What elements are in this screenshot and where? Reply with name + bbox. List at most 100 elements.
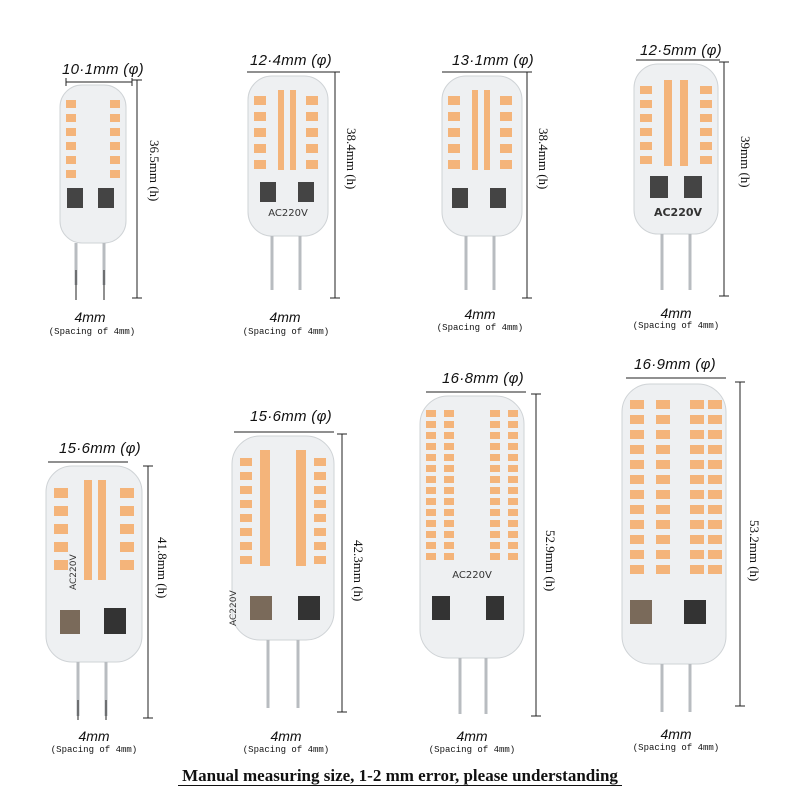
led-chip <box>508 498 518 505</box>
led-chip <box>426 553 436 560</box>
led-chip <box>490 487 500 494</box>
led-chip <box>656 400 670 409</box>
spacing-label: 4mm <box>270 728 302 744</box>
led-chip <box>690 400 704 409</box>
led-chip <box>426 454 436 461</box>
led-chip <box>508 487 518 494</box>
led-chip <box>426 509 436 516</box>
led-chip <box>508 509 518 516</box>
height-label: 52.9mm (h) <box>543 530 558 592</box>
led-chip <box>426 421 436 428</box>
led-chip <box>690 415 704 424</box>
led-chip <box>444 509 454 516</box>
spacing-note: (Spacing of 4mm) <box>242 327 330 337</box>
led-chip <box>444 487 454 494</box>
led-chip <box>656 490 670 499</box>
led-chip <box>444 421 454 428</box>
height-label: 42.3mm (h) <box>351 540 366 602</box>
led-chip <box>508 531 518 538</box>
led-chip <box>426 476 436 483</box>
led-chip <box>490 410 500 417</box>
height-label: 38.4mm (h) <box>344 128 359 190</box>
led-chip <box>708 565 722 574</box>
led-chip <box>490 531 500 538</box>
led-chip <box>508 454 518 461</box>
led-chip <box>656 460 670 469</box>
diameter-label: 13·1mm (φ) <box>452 52 534 69</box>
led-chip <box>690 565 704 574</box>
led-chip <box>656 430 670 439</box>
spacing-label: 4mm <box>464 306 496 322</box>
spacing-label: 4mm <box>74 309 106 325</box>
led-chip <box>444 498 454 505</box>
diameter-label: 15·6mm (φ) <box>59 440 141 457</box>
ac220v-marking: AC220V <box>69 554 79 590</box>
ac220v-marking: AC220V <box>229 590 239 626</box>
led-chip <box>630 535 644 544</box>
led-chip <box>426 531 436 538</box>
led-chip <box>490 542 500 549</box>
led-chip <box>444 410 454 417</box>
led-chip <box>708 490 722 499</box>
led-chip <box>630 550 644 559</box>
led-chip <box>690 475 704 484</box>
led-chip <box>508 553 518 560</box>
led-chip <box>630 460 644 469</box>
ac220v-marking: AC220V <box>452 570 492 581</box>
led-chip <box>630 415 644 424</box>
led-chip <box>490 421 500 428</box>
led-chip <box>630 490 644 499</box>
led-chip <box>444 476 454 483</box>
spacing-label: 4mm <box>269 309 301 325</box>
led-chip <box>656 520 670 529</box>
spacing-note: (Spacing of 4mm) <box>436 323 524 333</box>
led-chip <box>708 445 722 454</box>
led-chip <box>656 445 670 454</box>
led-chip <box>444 432 454 439</box>
led-chip <box>426 432 436 439</box>
led-chip <box>490 476 500 483</box>
ac220v-marking: AC220V <box>654 206 703 219</box>
led-chip <box>444 443 454 450</box>
spacing-note: (Spacing of 4mm) <box>50 745 138 755</box>
spacing-note: (Spacing of 4mm) <box>428 745 516 755</box>
led-chip <box>690 430 704 439</box>
caption-text: Manual measuring size, 1-2 mm error, ple… <box>178 766 622 786</box>
led-chip <box>508 443 518 450</box>
spacing-note: (Spacing of 4mm) <box>632 743 720 753</box>
led-chip <box>444 520 454 527</box>
caption: Manual measuring size, 1-2 mm error, ple… <box>0 766 800 786</box>
height-label: 36.5mm (h) <box>147 140 162 202</box>
diameter-label: 15·6mm (φ) <box>250 408 332 425</box>
led-chip <box>630 505 644 514</box>
led-chip <box>426 465 436 472</box>
height-label: 53.2mm (h) <box>747 520 762 582</box>
spacing-label: 4mm <box>78 728 110 744</box>
led-chip <box>508 421 518 428</box>
spacing-label: 4mm <box>660 305 692 321</box>
spacing-note: (Spacing of 4mm) <box>242 745 330 755</box>
height-label: 39mm (h) <box>738 136 753 188</box>
led-chip <box>690 445 704 454</box>
led-chip <box>708 400 722 409</box>
led-chip <box>630 565 644 574</box>
led-chip <box>508 476 518 483</box>
led-chip <box>656 505 670 514</box>
led-chip <box>708 460 722 469</box>
diameter-label: 10·1mm (φ) <box>62 61 144 78</box>
led-chip <box>656 415 670 424</box>
height-label: 41.8mm (h) <box>155 537 170 599</box>
led-chip <box>444 465 454 472</box>
led-chip <box>490 498 500 505</box>
led-chip <box>426 410 436 417</box>
led-chip <box>708 430 722 439</box>
led-chip <box>508 432 518 439</box>
